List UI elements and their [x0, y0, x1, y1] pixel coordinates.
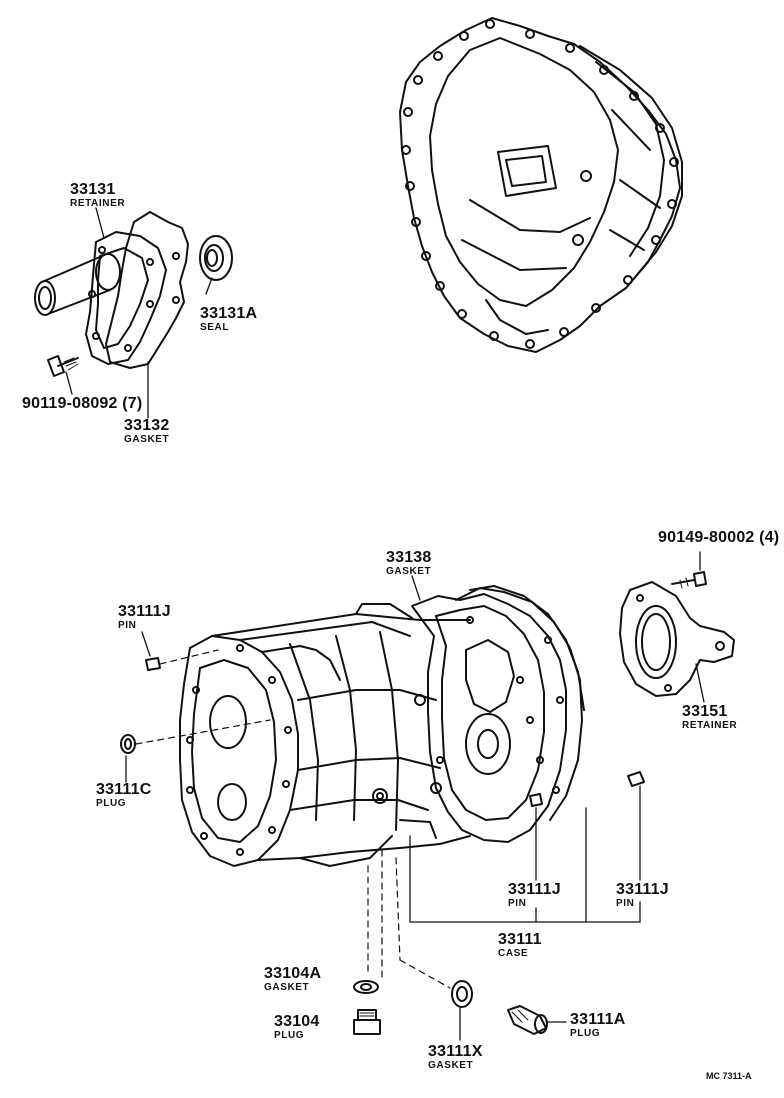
clutch-housing-drawing — [400, 18, 682, 352]
part-name: PIN — [616, 898, 635, 909]
transmission-case-drawing — [121, 586, 644, 866]
figure-code: MC 7311-A — [706, 1071, 752, 1081]
label-90119-08092: 90119-08092 (7) — [22, 396, 142, 412]
part-name: GASKET — [428, 1060, 474, 1071]
part-name: PLUG — [96, 798, 127, 809]
part-number: 90149-80002 (4) — [658, 529, 780, 546]
part-name: PIN — [508, 898, 527, 909]
part-number: 33111X — [428, 1043, 483, 1060]
label-33111X: 33111X GASKET — [428, 1044, 483, 1071]
part-number: 33151 — [682, 703, 728, 720]
label-33132: 33132 GASKET — [124, 418, 170, 445]
bottom-small-parts — [354, 981, 547, 1034]
leaders-retainer — [66, 208, 212, 418]
label-33131: 33131 RETAINER — [70, 182, 125, 209]
front-bearing-retainer-drawing — [35, 212, 232, 376]
part-name: GASKET — [124, 434, 170, 445]
part-name: PLUG — [570, 1028, 601, 1039]
label-33138: 33138 GASKET — [386, 550, 432, 577]
label-33111J-left: 33111J PIN — [118, 604, 171, 631]
rear-retainer-drawing — [620, 572, 734, 696]
part-number: 33111J — [118, 603, 171, 620]
label-90149-80002: 90149-80002 (4) — [658, 530, 779, 546]
part-name: CASE — [498, 948, 529, 959]
part-number: 33104A — [264, 965, 322, 982]
part-number: 33138 — [386, 549, 432, 566]
part-number: 33132 — [124, 417, 170, 434]
leaders-case — [126, 552, 704, 1040]
part-name: PLUG — [274, 1030, 305, 1041]
part-name: SEAL — [200, 322, 230, 333]
part-number: 90119-08092 (7) — [22, 395, 143, 412]
part-number: 33131 — [70, 181, 116, 198]
part-name: RETAINER — [682, 720, 738, 731]
label-33111J-mid: 33111J PIN — [508, 882, 561, 909]
label-33111A: 33111A PLUG — [570, 1012, 625, 1039]
part-number: 33111A — [570, 1011, 626, 1028]
label-33104A: 33104A GASKET — [264, 966, 321, 993]
label-33111: 33111 CASE — [498, 932, 542, 959]
label-33111J-right: 33111J PIN — [616, 882, 669, 909]
part-number: 33131A — [200, 305, 258, 322]
label-33111C: 33111C PLUG — [96, 782, 151, 809]
part-number: 33111C — [96, 781, 152, 798]
part-number: 33111J — [616, 881, 669, 898]
assembly-guides — [136, 650, 450, 988]
part-name: PIN — [118, 620, 137, 631]
label-33131A: 33131A SEAL — [200, 306, 257, 333]
part-name: GASKET — [264, 982, 310, 993]
part-number: 33111 — [498, 931, 542, 948]
part-number: 33111J — [508, 881, 561, 898]
part-number: 33104 — [274, 1013, 320, 1030]
part-name: GASKET — [386, 566, 432, 577]
label-33151: 33151 RETAINER — [682, 704, 737, 731]
label-33104: 33104 PLUG — [274, 1014, 320, 1041]
part-name: RETAINER — [70, 198, 126, 209]
